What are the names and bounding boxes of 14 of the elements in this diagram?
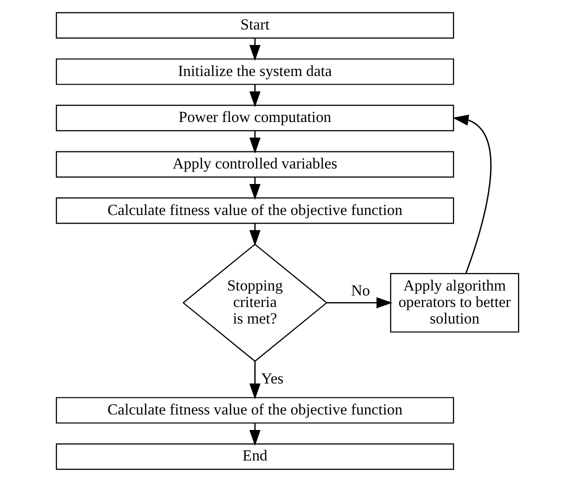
node-box: Power flow computation (55, 104, 454, 132)
node-box: End (55, 443, 454, 470)
arrow (452, 114, 491, 274)
node-diamond: Stopping criteria is met? (182, 244, 328, 362)
node-box: Apply controlled variables (55, 151, 454, 178)
arrow (326, 297, 392, 308)
node-box: Calculate fitness value of the objective function (55, 397, 454, 424)
node-box: Calculate fitness value of the objective function (55, 197, 454, 224)
node-box: Start (55, 12, 454, 39)
arrow (248, 361, 260, 400)
node-box: Apply algorithm operators to better solution (390, 272, 519, 333)
node-box: Initialize the system data (55, 58, 454, 85)
edge-label: Yes (260, 370, 284, 388)
edge-label: No (350, 282, 370, 300)
